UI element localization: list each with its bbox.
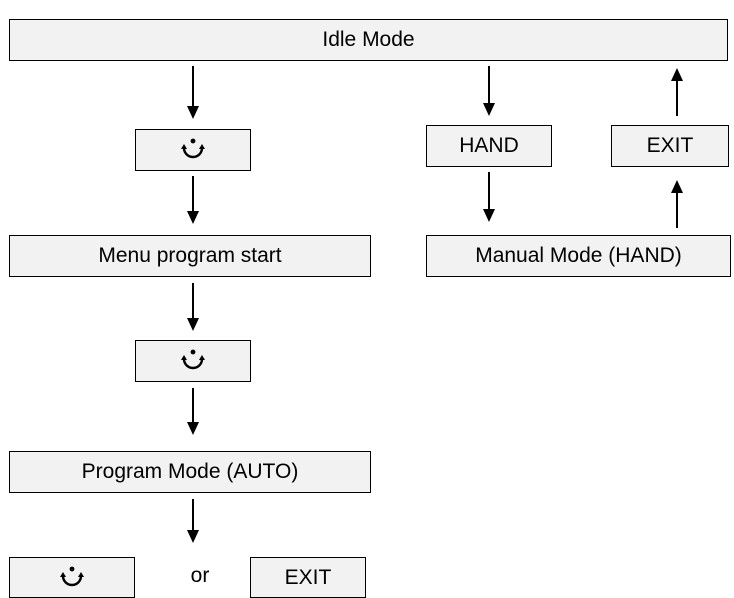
rotate-arrows-icon xyxy=(179,136,207,164)
arrowhead-menu-to-key2 xyxy=(187,318,199,331)
exit-top-label: EXIT xyxy=(646,134,694,157)
arrowhead-hand-to-manual xyxy=(483,209,495,222)
rotate-arrows-icon xyxy=(179,347,207,375)
exit-top-box: EXIT xyxy=(611,125,729,167)
arrowhead-key1-to-menu xyxy=(187,211,199,224)
manual-mode-label: Manual Mode (HAND) xyxy=(475,244,682,267)
arrowhead-idle-to-key1 xyxy=(187,106,199,119)
manual-mode-box: Manual Mode (HAND) xyxy=(426,235,731,277)
arrowhead-idle-to-hand xyxy=(483,103,495,116)
idle-mode-label: Idle Mode xyxy=(322,28,415,51)
arrowhead-manual-to-exit xyxy=(671,180,683,193)
or-text: or xyxy=(170,557,230,595)
or-label: or xyxy=(190,564,210,587)
hand-box: HAND xyxy=(426,125,552,167)
idle-mode-box: Idle Mode xyxy=(9,19,728,61)
exit-bottom-label: EXIT xyxy=(284,565,332,589)
arrowhead-key2-to-program xyxy=(187,422,199,435)
start-key-box-1 xyxy=(135,129,251,171)
start-key-box-2 xyxy=(135,340,251,382)
hand-label: HAND xyxy=(459,134,519,157)
arrowhead-program-to-bottom xyxy=(187,530,199,543)
rotate-arrows-icon xyxy=(58,564,86,592)
program-mode-label: Program Mode (AUTO) xyxy=(81,460,299,483)
program-mode-box: Program Mode (AUTO) xyxy=(9,451,371,493)
menu-program-start-label: Menu program start xyxy=(98,244,282,267)
arrowhead-exit-to-idle xyxy=(671,68,683,81)
menu-program-start-box: Menu program start xyxy=(9,235,371,277)
start-key-box-3 xyxy=(9,557,135,598)
exit-bottom-box: EXIT xyxy=(250,557,366,598)
